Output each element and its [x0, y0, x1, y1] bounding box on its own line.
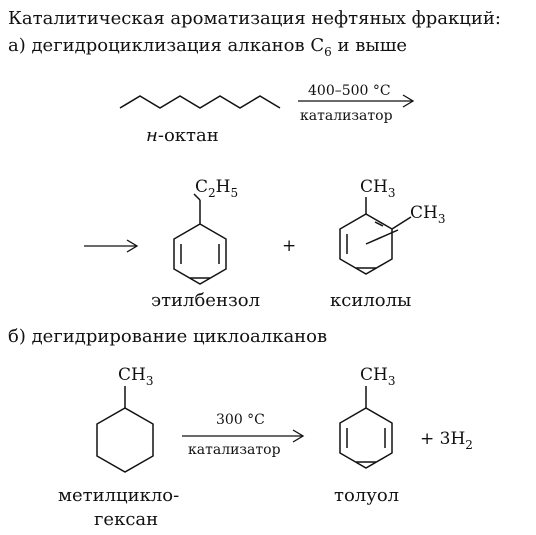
xylene-methyl-1: CH3	[360, 177, 395, 200]
continuation-arrow-head	[126, 239, 139, 253]
scheme-title: Каталитическая ароматизация нефтяных фра…	[8, 8, 501, 29]
ethylbenzene-structure	[173, 193, 227, 285]
ethyl-group: C2H5	[195, 177, 238, 200]
reaction-arrow-a-head	[402, 94, 415, 108]
condition-temp-a: 400–500 °C	[308, 83, 391, 99]
condition-temp-b: 300 °C	[216, 412, 265, 428]
condition-catalyst-b: катализатор	[188, 442, 281, 458]
octane-zigzag	[119, 95, 281, 109]
octane-label: н-октан	[146, 125, 219, 146]
condition-catalyst-a: катализатор	[300, 108, 393, 124]
hydrogen-byproduct: + 3H2	[420, 429, 473, 452]
methylcyclohexane-methyl: CH3	[118, 365, 153, 388]
xylenes-label: ксилолы	[330, 290, 411, 311]
methylcyclohexane-label-1: метилцикло-	[58, 485, 179, 506]
methylcyclohexane-structure	[96, 386, 154, 473]
xylene-methyl-2: CH3	[410, 203, 445, 226]
toluene-methyl: CH3	[360, 365, 395, 388]
toluene-structure	[339, 386, 393, 469]
xylene-structure	[339, 197, 412, 275]
ethylbenzene-label: этилбензол	[151, 290, 260, 311]
toluene-label: толуол	[334, 485, 399, 506]
methylcyclohexane-label-2: гексан	[94, 509, 158, 530]
reaction-arrow-b-head	[292, 429, 305, 443]
section-a-heading: а) дегидроциклизация алканов C6 и выше	[8, 35, 407, 59]
plus-sign: +	[282, 236, 296, 256]
section-b-heading: б) дегидрирование циклоалканов	[8, 326, 327, 347]
